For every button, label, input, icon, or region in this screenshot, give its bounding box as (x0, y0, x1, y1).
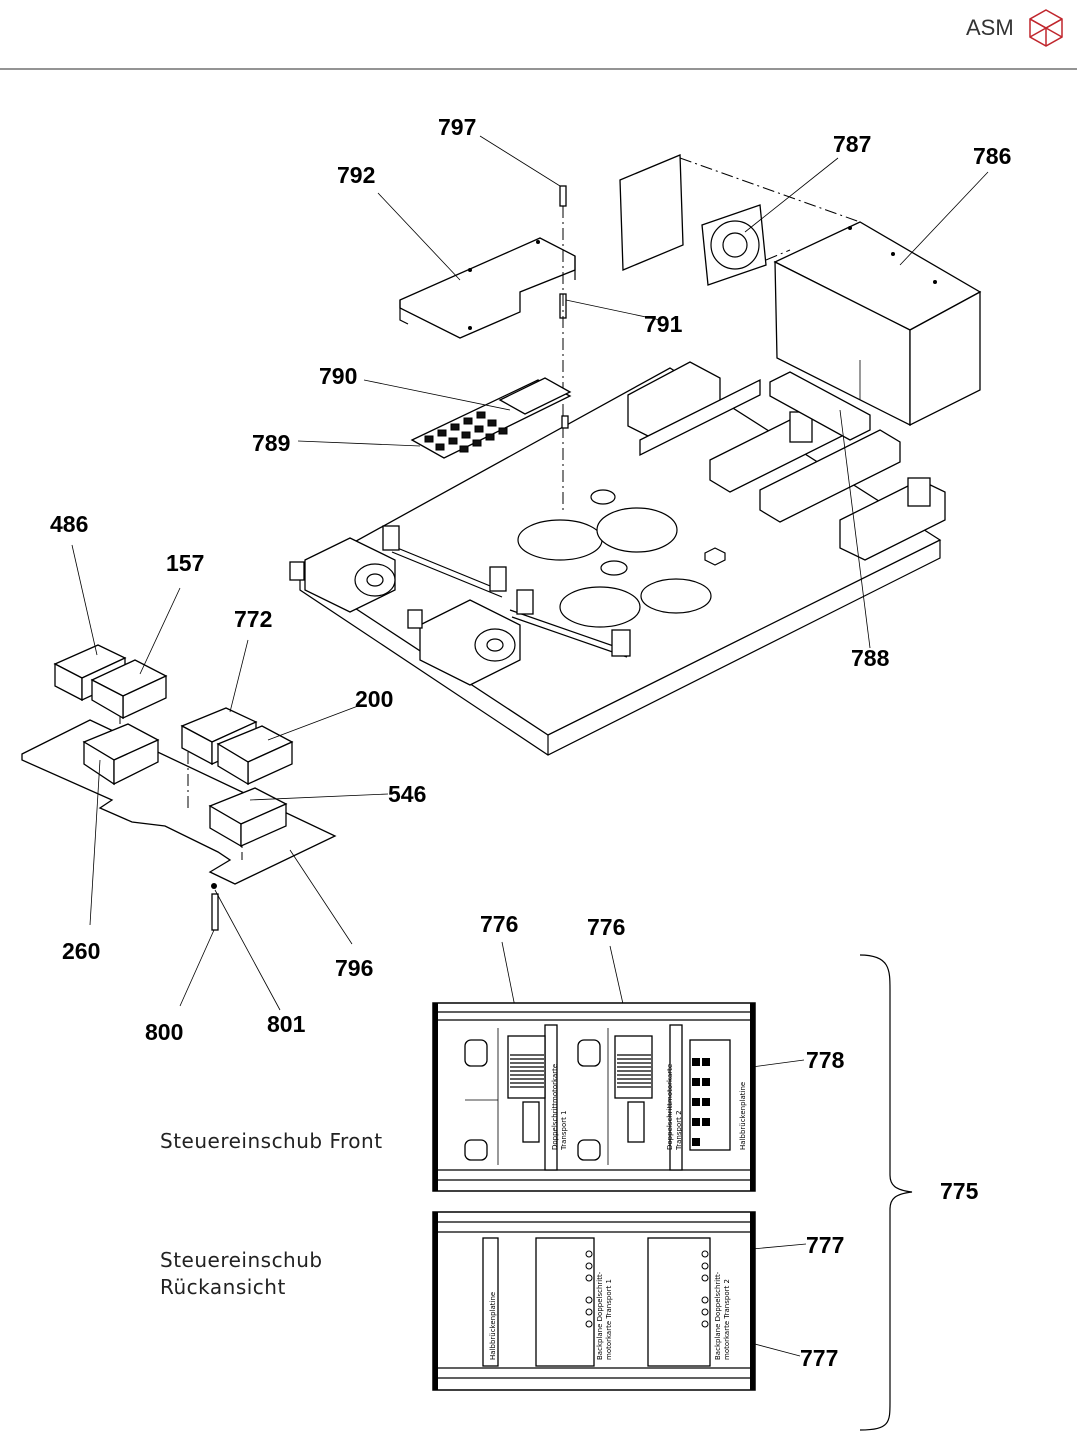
callout-772: 772 (234, 606, 272, 632)
rack-front-view: Doppelschrittmotorkarte Transport 1 Dopp… (432, 1002, 756, 1192)
controller-board-789-790 (410, 377, 572, 459)
callout-777-lower: 777 (800, 1345, 838, 1371)
callout-788: 788 (851, 645, 890, 671)
front-halfbridge-label: Halbbrückenplatine (739, 1082, 747, 1150)
callout-260: 260 (62, 938, 100, 964)
brace-775 (859, 954, 913, 1431)
callout-790: 790 (319, 363, 357, 389)
callout-789: 789 (252, 430, 290, 456)
front-card2-label: Doppelschrittmotorkarte (666, 1064, 674, 1150)
callout-792: 792 (337, 162, 375, 188)
callout-775: 775 (940, 1178, 979, 1204)
callout-777-upper: 777 (806, 1232, 844, 1258)
spacer-797-791 (559, 185, 567, 510)
callout-791: 791 (644, 311, 683, 337)
front-card1-sublabel: Transport 1 (560, 1110, 568, 1151)
rear-backplane2-sublabel: motorkarte Transport 2 (723, 1279, 731, 1360)
rear-backplane2-label: Backplane Doppelschritt- (714, 1271, 722, 1360)
callout-786: 786 (973, 143, 1011, 169)
filter-and-fan-787 (619, 154, 861, 286)
callout-546: 546 (388, 781, 426, 807)
leader-lines (71, 135, 989, 1357)
rear-backplane1-sublabel: motorkarte Transport 1 (605, 1279, 613, 1360)
front-card1-label: Doppelschrittmotorkarte (551, 1064, 559, 1150)
caption-front: Steuereinschub Front (160, 1129, 383, 1153)
callout-486: 486 (50, 511, 88, 537)
enclosure-786 (769, 221, 982, 441)
rear-halfbridge-label: Halbbrückenplatine (489, 1292, 497, 1360)
callout-800: 800 (145, 1019, 183, 1045)
callout-157: 157 (166, 550, 204, 576)
screw-800-801 (211, 883, 219, 931)
page-header: ASM (0, 9, 1077, 70)
rack-rear-view: Halbbrückenplatine Backplane Doppelschri… (432, 1211, 756, 1391)
modules-486-157-772-200-546-260 (53, 644, 294, 848)
callout-776-left: 776 (480, 911, 518, 937)
caption-rear-line1: Steuereinschub (160, 1248, 323, 1272)
callout-796: 796 (335, 955, 373, 981)
callout-787: 787 (833, 131, 871, 157)
callout-200: 200 (355, 686, 393, 712)
brand-name: ASM (966, 15, 1014, 40)
callout-797: 797 (438, 114, 476, 140)
callout-labels: 797 792 787 786 791 790 789 486 157 772 … (50, 114, 1011, 1371)
rear-backplane1-label: Backplane Doppelschritt- (596, 1271, 604, 1360)
base-chassis (289, 361, 946, 756)
front-card2-sublabel: Transport 2 (675, 1110, 683, 1151)
callout-776-right: 776 (587, 914, 625, 940)
callout-778: 778 (806, 1047, 845, 1073)
cover-792 (399, 237, 576, 339)
caption-rear-line2: Rückansicht (160, 1275, 286, 1299)
callout-801: 801 (267, 1011, 306, 1037)
view-captions: Steuereinschub Front Steuereinschub Rück… (160, 1129, 383, 1299)
asm-cube-logo-icon (1029, 9, 1063, 47)
